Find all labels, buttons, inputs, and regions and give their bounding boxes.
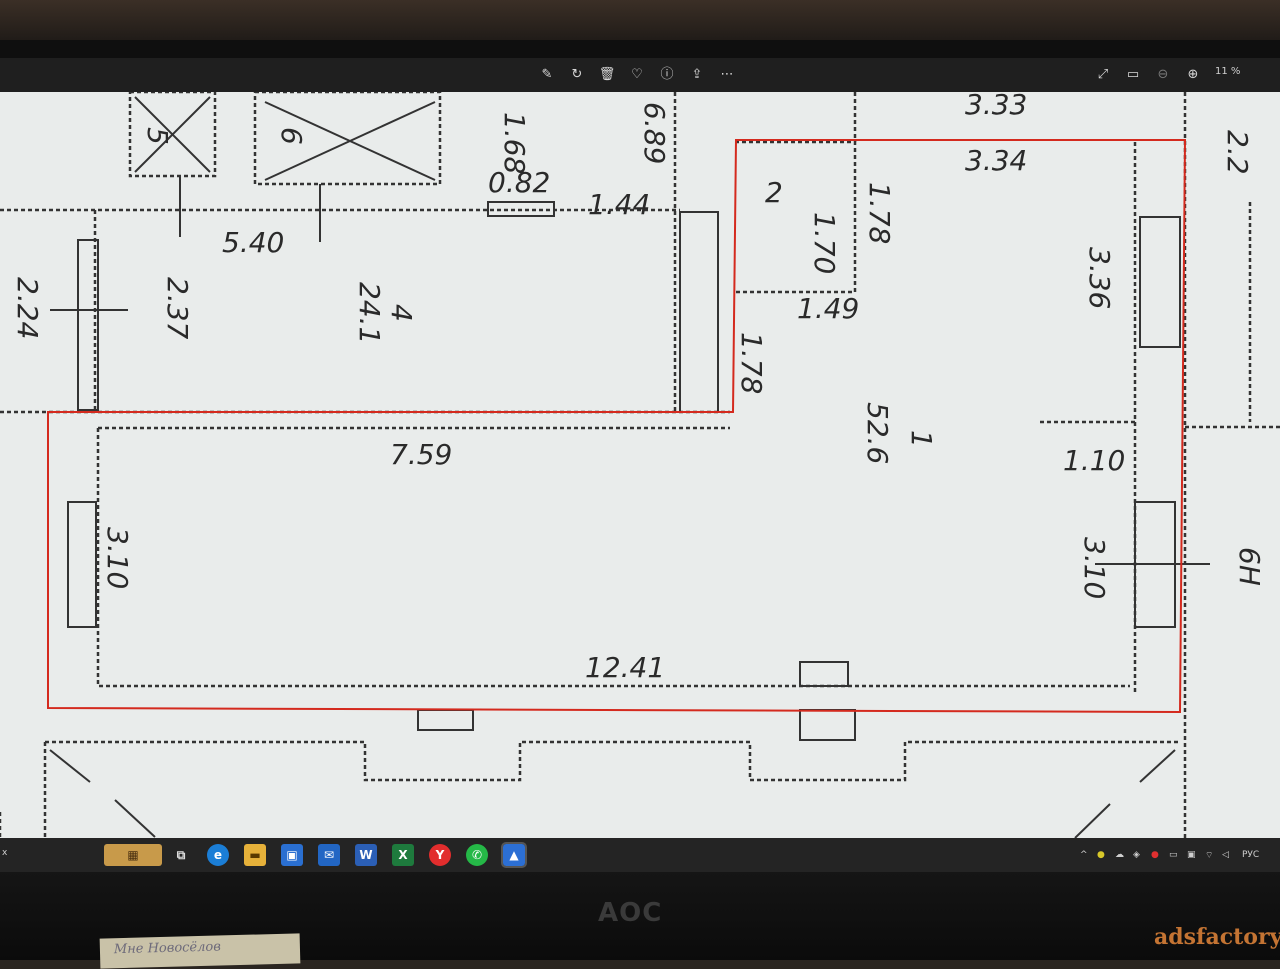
floor-plan-drawing: 1.68 0.82 6.89 1.44 5.40 2.24 2.37 24.1 … [0, 92, 1280, 838]
dim-label: 1.68 [498, 112, 531, 174]
cloud-icon[interactable]: ☁ [1115, 850, 1124, 860]
dim-label: 12.41 [585, 651, 665, 684]
yandex-browser-icon[interactable]: Y [429, 844, 451, 866]
dim-label: 6 [275, 127, 308, 145]
store-icon[interactable]: ▣ [281, 844, 303, 866]
tray-icon[interactable]: ▭ [1169, 850, 1178, 860]
dim-label: 0.82 [488, 166, 550, 199]
sticky-note-text: Мне Новосёлов [113, 939, 222, 958]
dim-label: 2.2 [1221, 130, 1254, 175]
dim-label: 1.78 [735, 332, 768, 394]
tray-icon[interactable]: ▣ [1187, 850, 1196, 860]
dim-label: 3.10 [101, 527, 134, 589]
desk-background [0, 0, 1280, 44]
file-explorer-icon[interactable]: ▬ [244, 844, 266, 866]
fullscreen-icon[interactable]: ⤢ [1097, 67, 1109, 82]
dim-label: 1.44 [588, 188, 650, 221]
monitor-brand-logo: AOC [598, 898, 663, 928]
share-icon[interactable]: ⇪ [691, 67, 703, 82]
language-indicator[interactable]: РУС [1242, 850, 1260, 860]
dim-label: 1.10 [1063, 444, 1125, 477]
photos-app-icon[interactable]: ▲ [501, 842, 527, 868]
dim-label: 2.24 [11, 277, 44, 339]
tray-app-icon[interactable]: ● [1097, 850, 1105, 860]
tray-icon[interactable]: ◈ [1133, 850, 1140, 860]
dim-label: 3.36 [1083, 247, 1116, 309]
volume-icon[interactable]: ◁ [1222, 850, 1229, 860]
more-icon[interactable]: ⋯ [720, 67, 734, 82]
viewer-toolbar: ✎ ↻ 🗑 ♡ ⓘ ⇪ ⋯ ⤢ ▭ ⊖ ⊕ 11 % [0, 58, 1280, 92]
antivirus-icon[interactable]: ● [1151, 850, 1159, 860]
dim-label: 1.49 [797, 292, 859, 325]
network-icon[interactable]: ⌔ [1205, 851, 1214, 861]
dim-label: 6H [1233, 547, 1266, 586]
dim-label: 1.70 [808, 212, 841, 274]
dim-label: 5 [141, 127, 174, 145]
dim-label: 2.37 [161, 277, 194, 340]
taskbar: x ▦ ⧉ e ▬ ▣ ✉ W X Y ✆ ▲ ^ ● ☁ ◈ ● ▭ ▣ ⌔ … [0, 838, 1280, 872]
whatsapp-icon[interactable]: ✆ [466, 844, 488, 866]
zoom-out-icon[interactable]: ⊖ [1157, 67, 1169, 82]
rotate-icon[interactable]: ↻ [571, 67, 583, 82]
info-icon[interactable]: ⓘ [660, 67, 674, 82]
dim-label: 5.40 [222, 226, 284, 259]
dim-label: 3.33 [965, 92, 1027, 121]
dim-label: 3.10 [1078, 537, 1111, 599]
dim-label: 52.6 [861, 402, 894, 464]
dim-label: 1.78 [863, 182, 896, 244]
sticky-note: Мне Новосёлов [99, 933, 301, 969]
delete-icon[interactable]: 🗑 [598, 67, 616, 82]
search-widget-icon[interactable]: ▦ [104, 844, 162, 866]
dim-label: 1 [905, 430, 938, 448]
edit-icon[interactable]: ✎ [541, 67, 553, 82]
watermark-logo: adsfactory [1154, 924, 1280, 950]
chevron-up-icon[interactable]: ^ [1080, 850, 1088, 860]
floor-plan-image[interactable]: 1.68 0.82 6.89 1.44 5.40 2.24 2.37 24.1 … [0, 92, 1280, 838]
word-icon[interactable]: W [355, 844, 377, 866]
dim-label: 24.1 [353, 282, 386, 344]
dim-label: 3.34 [965, 144, 1027, 177]
favorite-icon[interactable]: ♡ [631, 67, 643, 82]
zoom-level: 11 % [1215, 66, 1241, 77]
highlighted-apartment-outline [47, 139, 1187, 714]
fit-icon[interactable]: ▭ [1126, 67, 1140, 82]
mail-icon[interactable]: ✉ [318, 844, 340, 866]
dim-label: 4 [385, 304, 418, 322]
dim-label: 2 [765, 176, 783, 209]
zoom-in-icon[interactable]: ⊕ [1187, 67, 1199, 82]
taskbar-left-text: x [2, 848, 8, 858]
dim-label: 6.89 [638, 102, 671, 164]
dim-label: 7.59 [390, 438, 452, 471]
edge-icon[interactable]: e [207, 844, 229, 866]
task-view-icon[interactable]: ⧉ [176, 848, 186, 862]
excel-icon[interactable]: X [392, 844, 414, 866]
